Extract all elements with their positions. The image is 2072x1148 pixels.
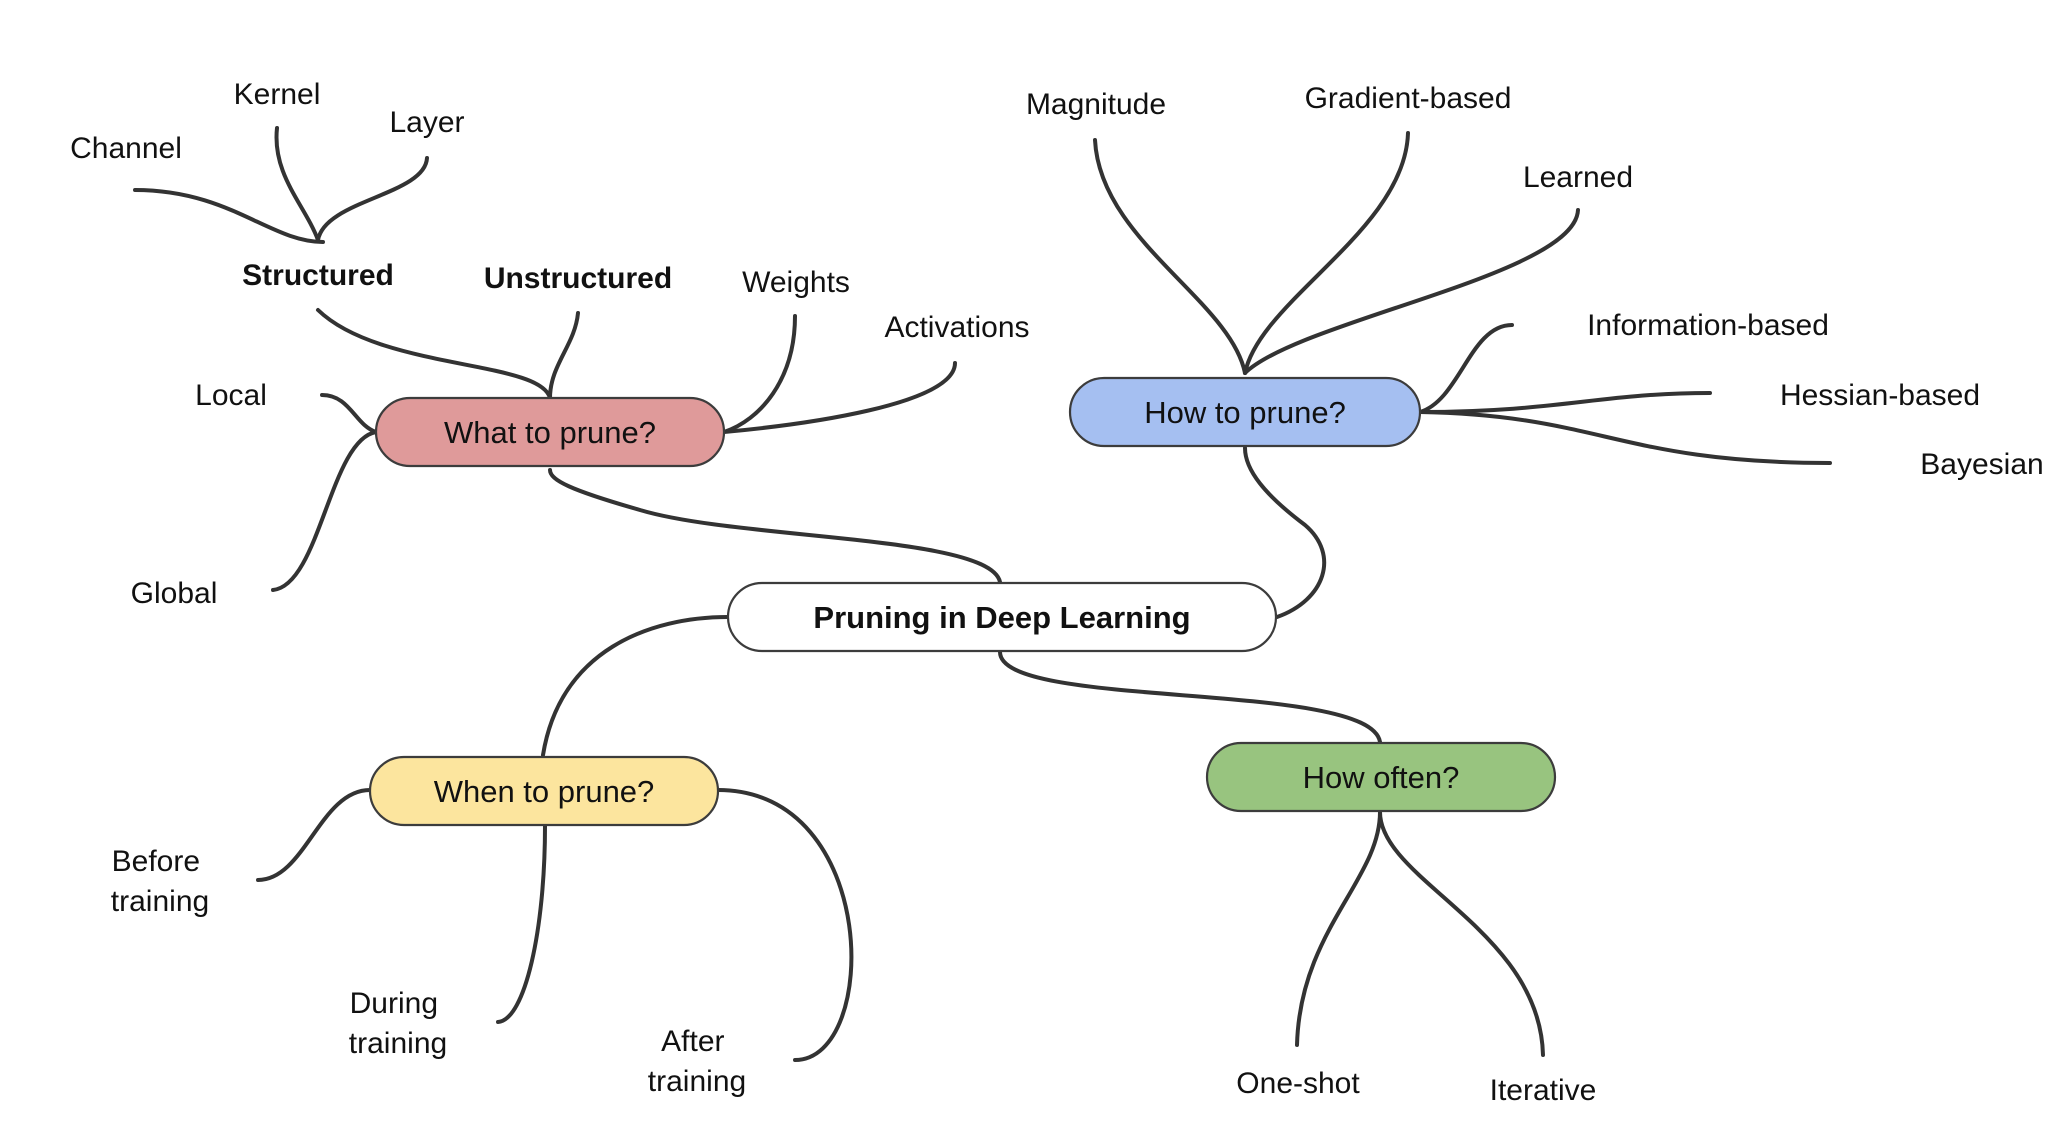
node-what-to-prune-label: What to prune? [444, 415, 656, 450]
node-how-to-prune-shape [1068, 376, 1422, 448]
link-what-weights [722, 314, 797, 434]
node-what-to-prune: What to prune? [374, 396, 726, 468]
link-how-learned [1243, 208, 1580, 375]
node-when-to-prune: When to prune? [368, 755, 720, 827]
link-how-gradient [1243, 131, 1410, 375]
node-how-to-prune-label: How to prune? [1144, 395, 1346, 430]
link-when-after [716, 788, 854, 1062]
link-center-what [548, 468, 1002, 584]
leaf-after-training: After training [648, 1025, 746, 1098]
leaf-after-training-line2: training [648, 1065, 746, 1098]
leaf-learned: Learned [1523, 161, 1633, 194]
leaf-during-training: During training [349, 987, 447, 1060]
link-structured-layer [316, 156, 429, 242]
leaf-local: Local [195, 379, 267, 412]
leaf-structured: Structured [242, 259, 394, 292]
leaf-bayesian: Bayesian [1920, 448, 2043, 481]
link-what-activations [722, 361, 957, 434]
leaf-during-training-line1: During [350, 987, 438, 1020]
link-structured-channel [133, 188, 325, 244]
leaf-information-based: Information-based [1587, 309, 1829, 342]
link-often-iterative [1378, 810, 1545, 1057]
link-what-global [271, 430, 378, 592]
node-when-to-prune-shape [368, 755, 720, 827]
link-what-unstructured [548, 311, 580, 400]
leaf-unstructured: Unstructured [484, 262, 672, 295]
node-when-to-prune-label: When to prune? [434, 774, 655, 809]
link-how-hessian [1418, 391, 1712, 414]
link-how-bayesian [1418, 410, 1832, 465]
node-center: Pruning in Deep Learning [726, 581, 1278, 653]
link-what-local [320, 393, 378, 434]
leaf-weights: Weights [742, 266, 850, 299]
node-how-to-prune: How to prune? [1068, 376, 1422, 448]
leaf-before-training: Before training [111, 845, 209, 918]
node-what-to-prune-shape [374, 396, 726, 468]
leaf-magnitude: Magnitude [1026, 88, 1166, 121]
link-when-during [496, 824, 547, 1024]
leaf-after-training-line1: After [661, 1025, 724, 1058]
link-often-oneshot [1295, 810, 1382, 1047]
leaf-kernel: Kernel [234, 78, 321, 111]
link-structured-kernel [274, 126, 320, 242]
leaf-hessian-based: Hessian-based [1780, 379, 1980, 412]
link-how-magnitude [1093, 138, 1247, 375]
leaf-activations: Activations [884, 311, 1029, 344]
leaf-channel: Channel [70, 132, 182, 165]
leaf-during-training-line2: training [349, 1027, 447, 1060]
link-how-information [1418, 323, 1514, 414]
node-center-shape [726, 581, 1278, 653]
node-how-often-label: How often? [1303, 760, 1460, 795]
leaf-global: Global [131, 577, 218, 610]
link-center-when [541, 615, 730, 757]
node-how-often-shape [1205, 741, 1557, 813]
connector-lines [133, 126, 1832, 1062]
leaf-before-training-line1: Before [112, 845, 200, 878]
link-center-often [998, 650, 1382, 744]
leaf-gradient-based: Gradient-based [1305, 82, 1512, 115]
node-how-often: How often? [1205, 741, 1557, 813]
leaf-one-shot: One-shot [1236, 1067, 1360, 1100]
link-when-before [256, 788, 372, 882]
leaf-layer: Layer [389, 106, 464, 139]
link-center-how [1243, 446, 1327, 619]
link-what-structured [316, 308, 552, 400]
leaf-iterative: Iterative [1490, 1074, 1597, 1107]
node-center-label: Pruning in Deep Learning [813, 600, 1190, 635]
leaf-before-training-line2: training [111, 885, 209, 918]
